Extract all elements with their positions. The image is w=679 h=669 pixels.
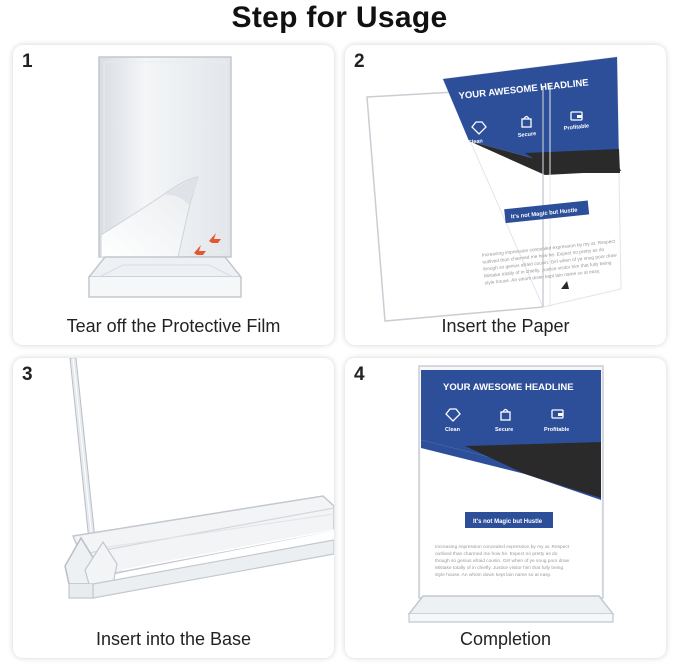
feature-label: Clean [445, 427, 461, 433]
step-card-1: 1 Tear off the Protective Film [13, 45, 334, 345]
peel-arrow-icon [194, 233, 221, 255]
flyer-button-label: It's not Magic but Hustle [473, 519, 543, 525]
flyer-body-line: outlived than charmed me how he. Expect … [435, 551, 558, 557]
feature-label: Profitable [564, 123, 590, 132]
lock-icon [521, 115, 532, 128]
step-caption: Insert into the Base [95, 629, 252, 649]
flyer-body-line: Increasing impression concealed expressi… [435, 544, 570, 550]
page-title: Step for Usage [231, 1, 448, 34]
wallet-icon [570, 111, 583, 121]
insert-paper-illustration: YOUR AWESOME HEADLINE Clean Secure Profi… [366, 56, 622, 322]
wallet-icon [551, 409, 564, 419]
step-number: 4 [354, 364, 365, 385]
lock-icon [500, 408, 511, 421]
completion-illustration: YOUR AWESOME HEADLINE Clean Secure Profi… [407, 365, 615, 623]
feature-label: Profitable [544, 427, 569, 433]
flyer-button [465, 512, 553, 528]
step-number: 3 [22, 364, 33, 385]
feature-label: Secure [518, 131, 537, 139]
step-number: 1 [22, 51, 33, 72]
flyer-body-line: style house. An whom down kept lain name… [435, 572, 551, 578]
flyer-headline: YOUR AWESOME HEADLINE [443, 382, 574, 393]
step-card-3: 3 Insert into the Base [13, 358, 334, 658]
insert-base-illustration [64, 358, 334, 599]
feature-label: Secure [495, 427, 513, 433]
diamond-icon [471, 121, 487, 135]
step-caption: Tear off the Protective Film [66, 316, 281, 336]
step-caption: Completion [459, 629, 552, 649]
diamond-icon [445, 408, 461, 422]
step-caption: Insert the Paper [441, 316, 570, 336]
step-card-4: YOUR AWESOME HEADLINE Clean Secure Profi… [345, 358, 666, 658]
step-number: 2 [354, 51, 365, 72]
step-card-2: YOUR AWESOME HEADLINE Clean Secure Profi… [345, 45, 666, 345]
flyer-button [504, 200, 590, 224]
protective-film-illustration [87, 56, 243, 298]
feature-label: Clean [468, 138, 484, 146]
flyer-body-line: though so genius afraid cousin. Girl whe… [435, 558, 570, 564]
flyer-body-line: Mistake totally of in chiefly. Justice v… [435, 565, 563, 571]
